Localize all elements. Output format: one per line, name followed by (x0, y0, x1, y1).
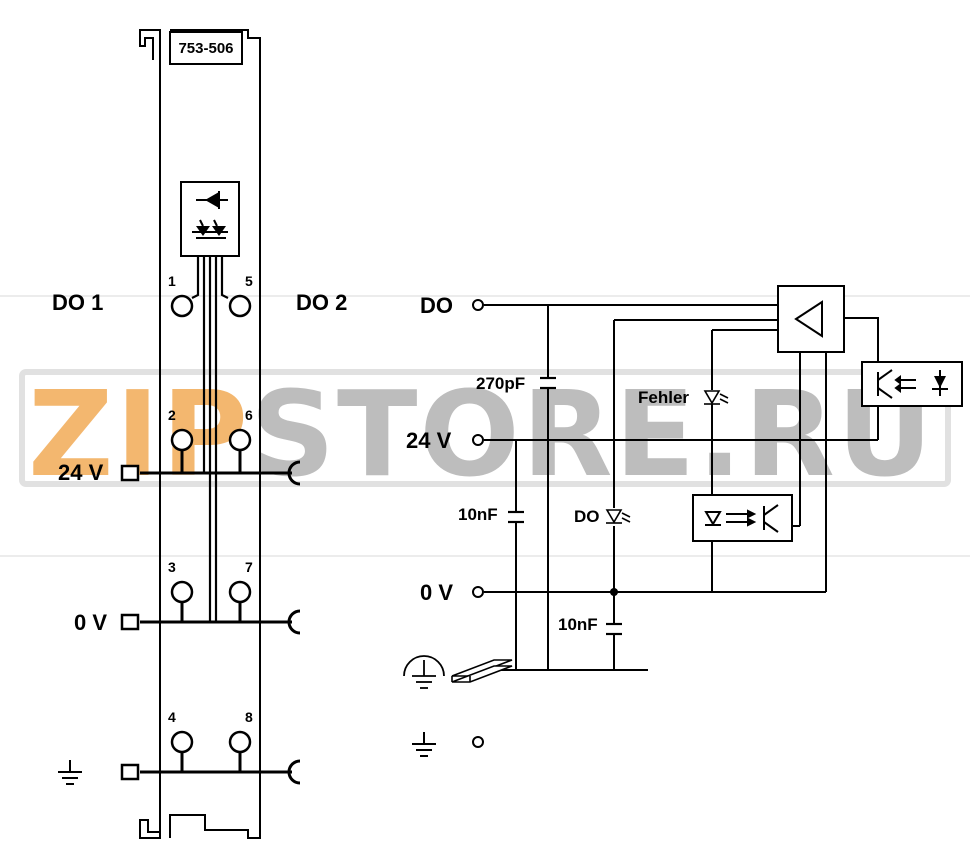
schematic-terminals (472, 299, 484, 748)
module-connector-squares (120, 464, 140, 781)
module-optocoupler-icon (180, 181, 240, 257)
din-rail-icon (451, 659, 513, 683)
pin-5-terminal (228, 294, 252, 318)
label-0v: 0 V (420, 580, 453, 605)
pin-4-terminal (170, 730, 194, 754)
do-led-icon (605, 509, 631, 524)
terminal-ground (472, 736, 484, 748)
pin-label-2: 2 (168, 407, 176, 423)
label-24v-left: 24 V (58, 460, 104, 485)
amplifier-icon (777, 285, 845, 353)
pin-label-7: 7 (245, 559, 253, 575)
module-pins (170, 294, 252, 754)
pin-2-terminal (170, 428, 194, 452)
ground-icon (58, 760, 82, 785)
pin-label-3: 3 (168, 559, 176, 575)
label-do-led: DO (574, 507, 600, 526)
terminal-0v (472, 586, 484, 598)
capacitor-10nf-icon (508, 510, 524, 524)
pin-3-terminal (170, 580, 194, 604)
pin-8-terminal (228, 730, 252, 754)
pin-label-1: 1 (168, 273, 176, 289)
schematic-wires (470, 304, 879, 671)
pin-6-terminal (228, 428, 252, 452)
ground-icon (412, 732, 436, 757)
output-optocoupler-icon (861, 361, 963, 407)
label-270pf: 270pF (476, 374, 525, 393)
label-24v: 24 V (406, 428, 452, 453)
pin-1-terminal (170, 294, 194, 318)
module-bus-bars (140, 450, 301, 785)
capacitor-270pf-icon (540, 376, 556, 390)
pin-label-4: 4 (168, 709, 176, 725)
pin-label-8: 8 (245, 709, 253, 725)
watermark-rest: STORE.RU (250, 365, 935, 503)
earth-ground-icon (403, 655, 445, 689)
terminal-do (472, 299, 484, 311)
pin-label-6: 6 (245, 407, 253, 423)
label-0v-left: 0 V (74, 610, 107, 635)
capacitor-10nf-icon (606, 622, 622, 636)
junction-dot (610, 588, 618, 596)
label-10nf-b: 10nF (558, 615, 598, 634)
status-optocoupler-icon (692, 494, 793, 542)
pin-label-5: 5 (245, 273, 253, 289)
label-10nf-a: 10nF (458, 505, 498, 524)
label-do1: DO 1 (52, 290, 103, 315)
part-number: 753-506 (178, 40, 233, 57)
label-do: DO (420, 293, 453, 318)
module-housing (139, 29, 261, 839)
module-wires (191, 256, 229, 622)
fehler-led-icon (703, 390, 729, 405)
part-number-box (169, 31, 243, 65)
pin-7-terminal (228, 580, 252, 604)
terminal-24v (472, 434, 484, 446)
label-fehler: Fehler (638, 388, 689, 407)
label-do2: DO 2 (296, 290, 347, 315)
